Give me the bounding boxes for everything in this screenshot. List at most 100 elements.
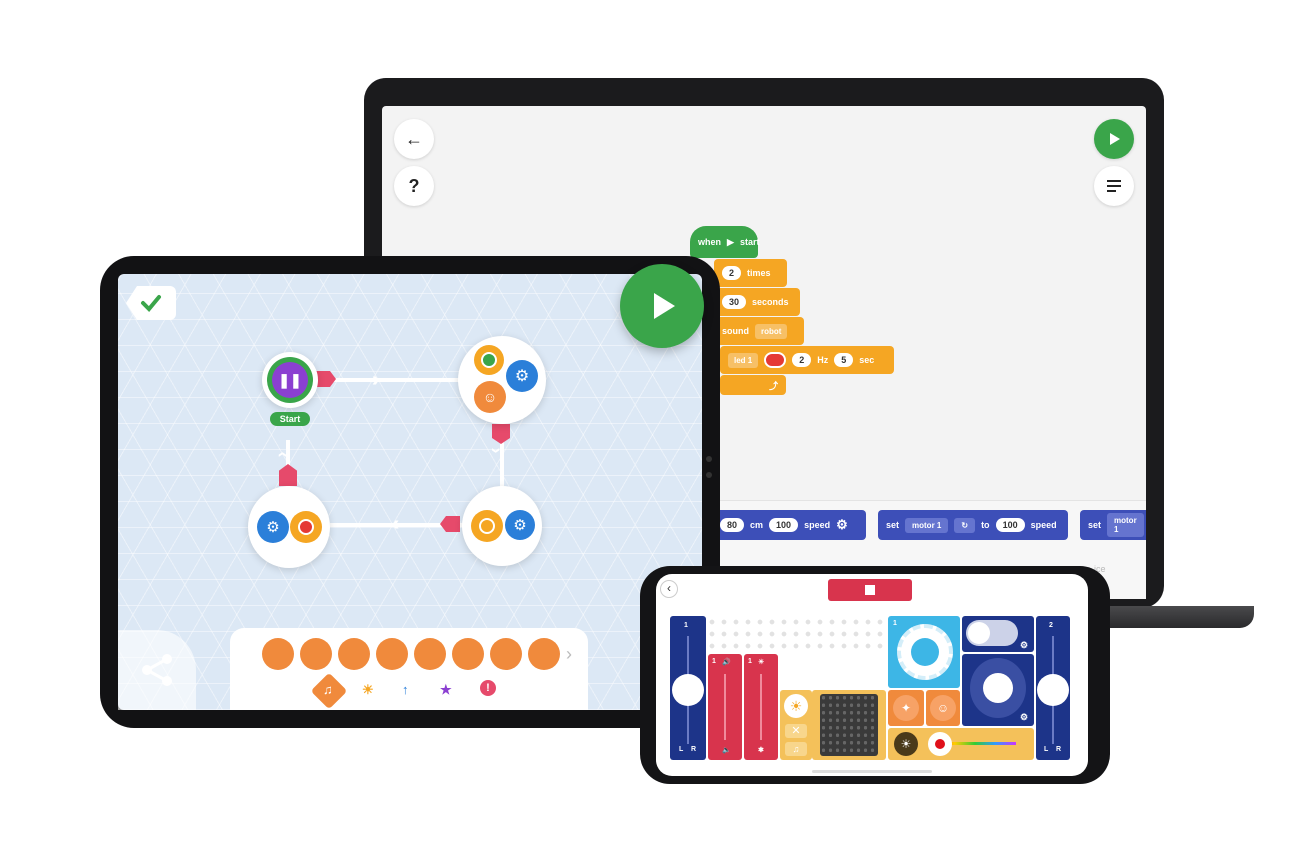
- connector-flag[interactable]: [492, 424, 510, 444]
- wait-block[interactable]: 30 seconds: [714, 288, 800, 316]
- speed-label: speed: [804, 520, 831, 530]
- brightness-high-icon: ☀: [758, 659, 765, 666]
- gear-icon[interactable]: ⚙: [1020, 712, 1029, 722]
- stop-button[interactable]: [828, 579, 912, 601]
- when-start-block[interactable]: when ▶ start: [690, 226, 759, 258]
- dial-panel: 1: [888, 616, 960, 688]
- connector-flag[interactable]: [279, 464, 297, 486]
- volume-high-icon: 🔊: [722, 659, 731, 666]
- play-icon: ▶: [727, 236, 734, 247]
- phone-back-icon[interactable]: ‹: [660, 580, 678, 598]
- toggle-knob[interactable]: [968, 622, 990, 644]
- light-sun-icon: [290, 511, 322, 543]
- gear-icon[interactable]: ⚙: [836, 517, 848, 532]
- play-button[interactable]: [620, 264, 704, 348]
- distance-input[interactable]: 80: [720, 518, 745, 532]
- color-slider-panel: ☀: [888, 728, 1034, 760]
- motion-tab-icon[interactable]: ↑: [402, 682, 409, 697]
- led-dropdown[interactable]: led 1: [728, 352, 759, 368]
- party-icon[interactable]: [338, 638, 370, 670]
- loop-arrow-icon: ⤴: [768, 380, 778, 391]
- cat-icon[interactable]: [414, 638, 446, 670]
- robot-icon: ☺: [930, 695, 956, 721]
- motor-gear-icon: ⚙: [505, 510, 535, 540]
- alert-tab-icon[interactable]: !: [480, 680, 496, 696]
- dog-icon[interactable]: [490, 638, 522, 670]
- duration-input[interactable]: 5: [834, 353, 854, 367]
- gear-icon[interactable]: ⚙: [1020, 640, 1029, 650]
- close-icon[interactable]: ✕: [785, 724, 807, 738]
- action-node-bottom-left[interactable]: ⚙: [248, 486, 330, 568]
- play-icon: [654, 293, 675, 319]
- flow-arrow-right-icon: ››: [372, 369, 381, 391]
- face-icon[interactable]: [262, 638, 294, 670]
- joystick-knob[interactable]: [983, 673, 1013, 703]
- pause-icon[interactable]: ❚❚: [272, 362, 308, 398]
- share-icon: [142, 654, 172, 686]
- color-knob[interactable]: [928, 732, 952, 756]
- wait-value-input[interactable]: 30: [722, 295, 747, 309]
- sun-icon[interactable]: ☀: [784, 694, 808, 718]
- alarm-icon[interactable]: [452, 638, 484, 670]
- lr-right-label: R: [1056, 746, 1062, 753]
- flow-arrow-down-icon: ›: [486, 447, 507, 454]
- light-slider[interactable]: 1 ☀ ✱: [744, 654, 778, 760]
- led-matrix[interactable]: [820, 694, 878, 756]
- action-node-bottom-right[interactable]: ⚙: [462, 486, 542, 566]
- toggle-switch[interactable]: [966, 620, 1018, 646]
- move-distance-block[interactable]: 80 cm 100 speed ⚙: [712, 510, 866, 540]
- empty-widget-grid[interactable]: [706, 616, 886, 654]
- back-button[interactable]: ←: [394, 119, 434, 159]
- help-button[interactable]: ?: [394, 166, 434, 206]
- start-node[interactable]: ❚❚: [262, 352, 318, 408]
- motor-gear-icon: ⚙: [257, 511, 289, 543]
- distance-unit-label: cm: [750, 520, 764, 530]
- party-button[interactable]: ✦: [888, 690, 924, 726]
- repeat-count-input[interactable]: 2: [722, 266, 742, 280]
- left-motor-slider[interactable]: 1 L R: [670, 616, 706, 760]
- joystick-base[interactable]: [970, 658, 1026, 718]
- speed-input[interactable]: 100: [769, 518, 799, 532]
- led-color-swatch[interactable]: [764, 352, 787, 368]
- car-icon[interactable]: [376, 638, 408, 670]
- home-indicator: [812, 770, 932, 773]
- right-motor-slider[interactable]: 2 L R: [1036, 616, 1070, 760]
- light-sun-icon: [474, 345, 504, 375]
- rotate-icon[interactable]: ↻: [954, 517, 976, 533]
- done-button[interactable]: [126, 286, 176, 320]
- brightness-icon[interactable]: ☀: [894, 732, 918, 756]
- hz-input[interactable]: 2: [792, 353, 812, 367]
- repeat-block[interactable]: 2 times: [714, 259, 787, 287]
- connector-flag[interactable]: [440, 516, 460, 532]
- slider-knob[interactable]: [1037, 674, 1069, 706]
- color-track[interactable]: [934, 742, 1016, 745]
- set-motor-speed-block[interactable]: set motor 1 ↻ to 100 speed: [878, 510, 1068, 540]
- motor-dropdown[interactable]: motor 1: [905, 517, 949, 533]
- drill-icon[interactable]: [528, 638, 560, 670]
- action-node-top[interactable]: ⚙ ☺: [458, 336, 546, 424]
- robot-button[interactable]: ☺: [926, 690, 960, 726]
- led-blink-block[interactable]: led 1 2 Hz 5 sec: [720, 346, 894, 374]
- flow-arrow-up-icon: ›: [271, 451, 292, 458]
- sound-dropdown[interactable]: robot: [755, 323, 788, 339]
- connector-flag[interactable]: [316, 371, 336, 387]
- robot-icon[interactable]: [300, 638, 332, 670]
- menu-button[interactable]: [1094, 166, 1134, 206]
- led-matrix-panel: [812, 690, 886, 760]
- share-button[interactable]: [118, 630, 196, 710]
- slider-knob[interactable]: [672, 674, 704, 706]
- chevron-right-icon[interactable]: ›: [566, 644, 572, 664]
- star-tab-icon[interactable]: ★: [440, 682, 452, 697]
- sound-block[interactable]: sound robot: [714, 317, 804, 345]
- sound-slider[interactable]: 1 🔊 🔈: [708, 654, 742, 760]
- dial-ring[interactable]: [897, 624, 953, 680]
- music-note-icon[interactable]: ♫: [785, 742, 807, 756]
- hz-label: Hz: [817, 355, 829, 365]
- run-button[interactable]: [1094, 119, 1134, 159]
- light-tab-icon[interactable]: ☀: [362, 682, 374, 697]
- start-label: Start: [270, 412, 310, 426]
- music-note-icon: ♫: [323, 682, 333, 697]
- set-motor-block-partial[interactable]: set motor 1: [1080, 510, 1146, 540]
- motor-speed-input[interactable]: 100: [995, 518, 1025, 532]
- motor-dropdown-2[interactable]: motor 1: [1107, 513, 1144, 537]
